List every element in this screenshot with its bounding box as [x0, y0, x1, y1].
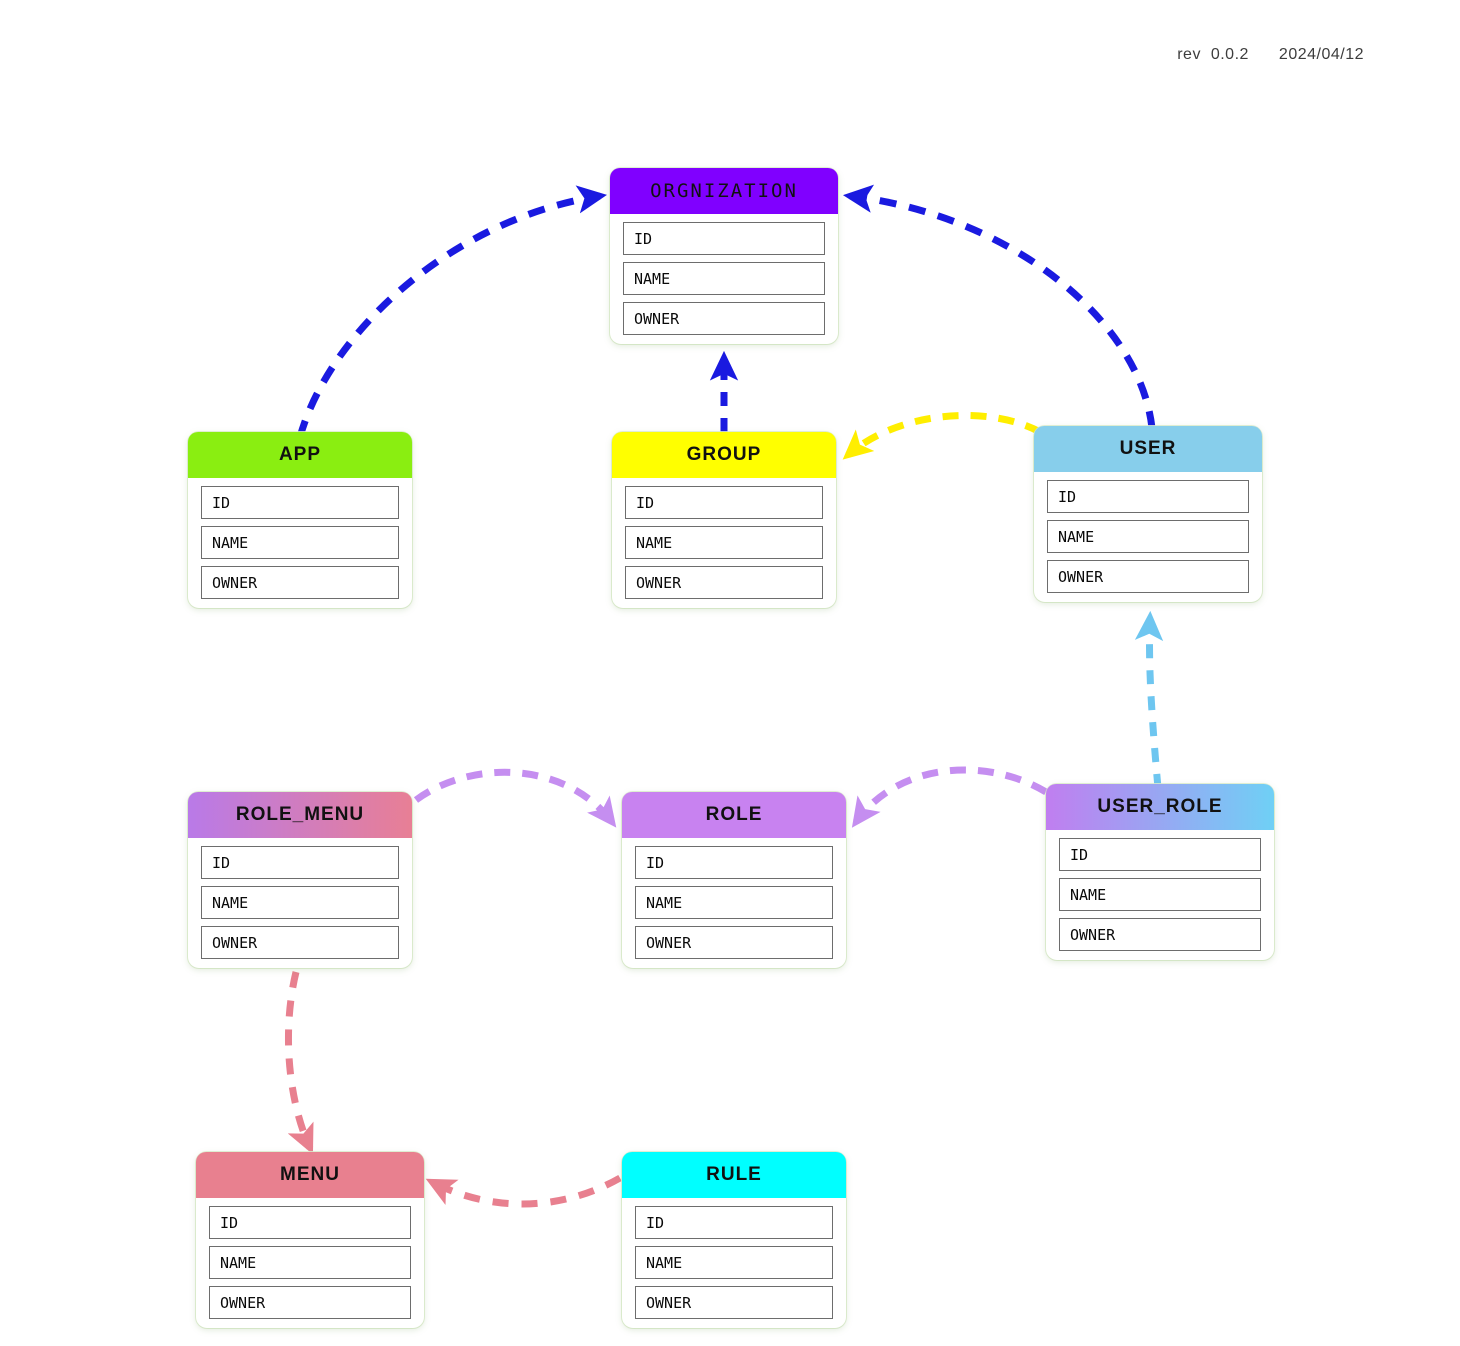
field-orgnization-name[interactable]: NAME: [623, 262, 825, 295]
field-group-id[interactable]: ID: [625, 486, 823, 519]
entity-menu[interactable]: MENU ID NAME OWNER: [196, 1152, 424, 1328]
field-menu-owner[interactable]: OWNER: [209, 1286, 411, 1319]
entity-title-rule: RULE: [622, 1152, 846, 1198]
field-role_menu-id[interactable]: ID: [201, 846, 399, 879]
entity-title-role_menu: ROLE_MENU: [188, 792, 412, 838]
edge-user-to-orgnization: [842, 184, 1156, 429]
entity-fields-group: ID NAME OWNER: [612, 478, 836, 599]
entity-fields-orgnization: ID NAME OWNER: [610, 214, 838, 335]
edge-role_menu-to-role: [413, 768, 617, 828]
revision-header: rev 0.0.2 2024/04/12: [1177, 46, 1364, 64]
field-menu-id[interactable]: ID: [209, 1206, 411, 1239]
edge-app-to-orgnization: [296, 185, 608, 438]
field-role_menu-name[interactable]: NAME: [201, 886, 399, 919]
field-group-owner[interactable]: OWNER: [625, 566, 823, 599]
field-user-id[interactable]: ID: [1047, 480, 1249, 513]
field-user_role-owner[interactable]: OWNER: [1059, 918, 1261, 951]
entity-title-user: USER: [1034, 426, 1262, 472]
entity-title-orgnization: ORGNIZATION: [610, 168, 838, 214]
revision-label: rev 0.0.2: [1177, 46, 1249, 63]
field-rule-id[interactable]: ID: [635, 1206, 833, 1239]
field-role-id[interactable]: ID: [635, 846, 833, 879]
field-app-name[interactable]: NAME: [201, 526, 399, 559]
entity-fields-role_menu: ID NAME OWNER: [188, 838, 412, 959]
entity-fields-menu: ID NAME OWNER: [196, 1198, 424, 1319]
entity-role[interactable]: ROLE ID NAME OWNER: [622, 792, 846, 968]
edge-role_menu-to-menu: [284, 971, 314, 1155]
field-user-name[interactable]: NAME: [1047, 520, 1249, 553]
field-rule-name[interactable]: NAME: [635, 1246, 833, 1279]
field-user-owner[interactable]: OWNER: [1047, 560, 1249, 593]
entity-fields-app: ID NAME OWNER: [188, 478, 412, 599]
entity-user[interactable]: USER ID NAME OWNER: [1034, 426, 1262, 602]
entity-title-app: APP: [188, 432, 412, 478]
entity-rule[interactable]: RULE ID NAME OWNER: [622, 1152, 846, 1328]
field-group-name[interactable]: NAME: [625, 526, 823, 559]
edge-user_role-to-role: [851, 766, 1048, 828]
entity-title-role: ROLE: [622, 792, 846, 838]
revision-date: 2024/04/12: [1278, 46, 1364, 63]
entity-title-user_role: USER_ROLE: [1046, 784, 1274, 830]
entity-title-menu: MENU: [196, 1152, 424, 1198]
entity-fields-rule: ID NAME OWNER: [622, 1198, 846, 1319]
field-rule-owner[interactable]: OWNER: [635, 1286, 833, 1319]
entity-title-group: GROUP: [612, 432, 836, 478]
field-user_role-id[interactable]: ID: [1059, 838, 1261, 871]
entity-app[interactable]: APP ID NAME OWNER: [188, 432, 412, 608]
field-app-owner[interactable]: OWNER: [201, 566, 399, 599]
entity-role_menu[interactable]: ROLE_MENU ID NAME OWNER: [188, 792, 412, 968]
field-role-owner[interactable]: OWNER: [635, 926, 833, 959]
field-role-name[interactable]: NAME: [635, 886, 833, 919]
edge-rule-to-menu: [425, 1174, 622, 1208]
field-role_menu-owner[interactable]: OWNER: [201, 926, 399, 959]
field-orgnization-owner[interactable]: OWNER: [623, 302, 825, 335]
entity-orgnization[interactable]: ORGNIZATION ID NAME OWNER: [610, 168, 838, 344]
entity-fields-role: ID NAME OWNER: [622, 838, 846, 959]
entity-fields-user_role: ID NAME OWNER: [1046, 830, 1274, 951]
entity-user_role[interactable]: USER_ROLE ID NAME OWNER: [1046, 784, 1274, 960]
field-orgnization-id[interactable]: ID: [623, 222, 825, 255]
edge-user-to-group: [842, 411, 1042, 460]
field-user_role-name[interactable]: NAME: [1059, 878, 1261, 911]
entity-fields-user: ID NAME OWNER: [1034, 472, 1262, 593]
edge-user_role-to-user: [1134, 610, 1164, 789]
field-app-id[interactable]: ID: [201, 486, 399, 519]
field-menu-name[interactable]: NAME: [209, 1246, 411, 1279]
entity-group[interactable]: GROUP ID NAME OWNER: [612, 432, 836, 608]
